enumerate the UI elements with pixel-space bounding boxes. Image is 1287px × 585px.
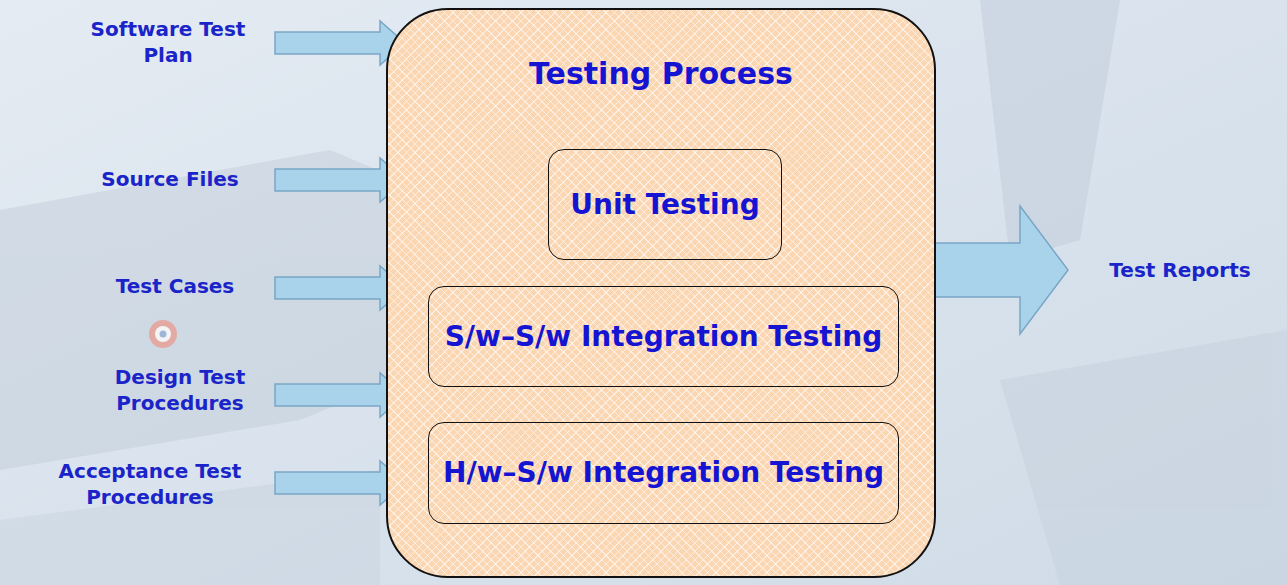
roundel-white (155, 326, 171, 342)
container-title: Testing Process (388, 56, 934, 92)
box-label: H/w–S/w Integration Testing (433, 456, 894, 490)
roundel (149, 320, 177, 348)
input-arrow (275, 21, 405, 65)
jet-stabilizer (1000, 330, 1287, 585)
process-box: S/w–S/w Integration Testing (428, 286, 899, 387)
output-arrow (934, 206, 1068, 334)
input-label: Source Files (60, 166, 280, 192)
input-label: Design Test Procedures (90, 364, 270, 416)
jet-tail (980, 0, 1120, 260)
input-label: Test Cases (65, 273, 285, 299)
process-box: H/w–S/w Integration Testing (428, 422, 899, 524)
input-label: Acceptance Test Procedures (25, 458, 275, 510)
roundel-ring (149, 320, 177, 348)
process-box: Unit Testing (548, 149, 781, 260)
output-label: Test Reports (1080, 257, 1280, 283)
input-label: Software Test Plan (68, 16, 268, 68)
process-container: Testing ProcessUnit TestingS/w–S/w Integ… (386, 8, 936, 578)
box-label: S/w–S/w Integration Testing (435, 320, 893, 354)
roundel-center (160, 331, 167, 338)
box-label: Unit Testing (560, 188, 769, 222)
